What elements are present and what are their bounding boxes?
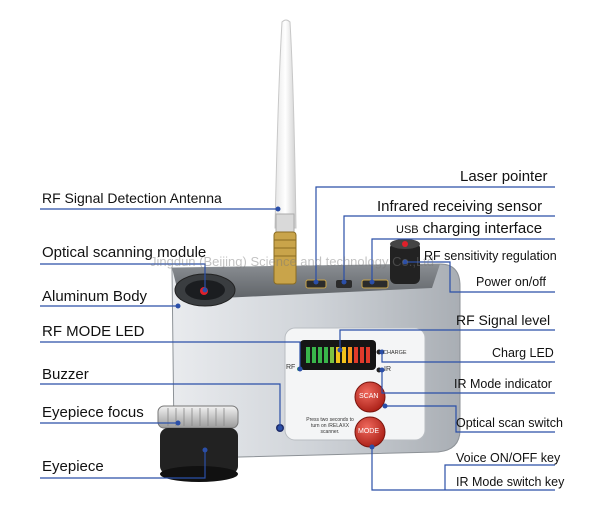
label-usb-prefix: USB [396, 224, 419, 236]
label-eyepiece: Eyepiece [42, 458, 104, 475]
label-aluminum-body: Aluminum Body [42, 288, 148, 305]
label-infrared-sensor: Infrared receiving sensor [377, 198, 543, 215]
label-rf-sensitivity: RF sensitivity regulation [424, 249, 557, 263]
rf-led-text: RF [286, 364, 296, 371]
label-ir-mode-indicator: IR Mode indicator [454, 377, 552, 391]
watermark: Jingdun (Beijing) Science and technology… [150, 254, 435, 269]
label-usb-interface: USB charging interface [396, 220, 542, 237]
ir-led-text: IR [384, 366, 391, 373]
label-charg-led: Charg LED [492, 346, 554, 360]
label-rf-signal-level: RF Signal level [456, 312, 551, 328]
usb-port [361, 279, 389, 289]
leader-dots [175, 206, 408, 453]
label-eyepiece-focus: Eyepiece focus [42, 404, 144, 421]
charge-led-text: CHARGE [383, 350, 407, 356]
label-ir-mode-switch: IR Mode switch key [456, 475, 565, 489]
label-power: Power on/off [476, 275, 546, 289]
label-rf-mode-led: RF MODE LED [42, 323, 145, 340]
label-laser-pointer: Laser pointer [460, 168, 548, 185]
rf-antenna [274, 19, 297, 229]
instruction-text: Press two seconds to turn on /RELAXX sca… [306, 417, 354, 435]
eyepiece-bottom [160, 466, 238, 482]
signal-level-bars [306, 347, 370, 363]
label-buzzer: Buzzer [42, 366, 89, 383]
label-optical-scan-switch: Optical scan switch [456, 416, 563, 430]
leader-lines [40, 186, 555, 491]
label-optical-module: Optical scanning module [42, 244, 207, 261]
antenna-collar [275, 213, 295, 233]
label-usb-text: charging interface [422, 220, 543, 237]
scan-button [354, 381, 386, 413]
knob-indicator [402, 241, 408, 247]
eyepiece [160, 428, 238, 474]
mode-button-text: MODE [358, 428, 379, 435]
eyepiece-focus-ring [157, 405, 239, 429]
antenna-sma-connector [273, 231, 297, 285]
scan-button-text: SCAN [359, 393, 379, 400]
label-rf-antenna: RF Signal Detection Antenna [42, 190, 222, 206]
label-voice-key: Voice ON/OFF key [456, 451, 561, 465]
